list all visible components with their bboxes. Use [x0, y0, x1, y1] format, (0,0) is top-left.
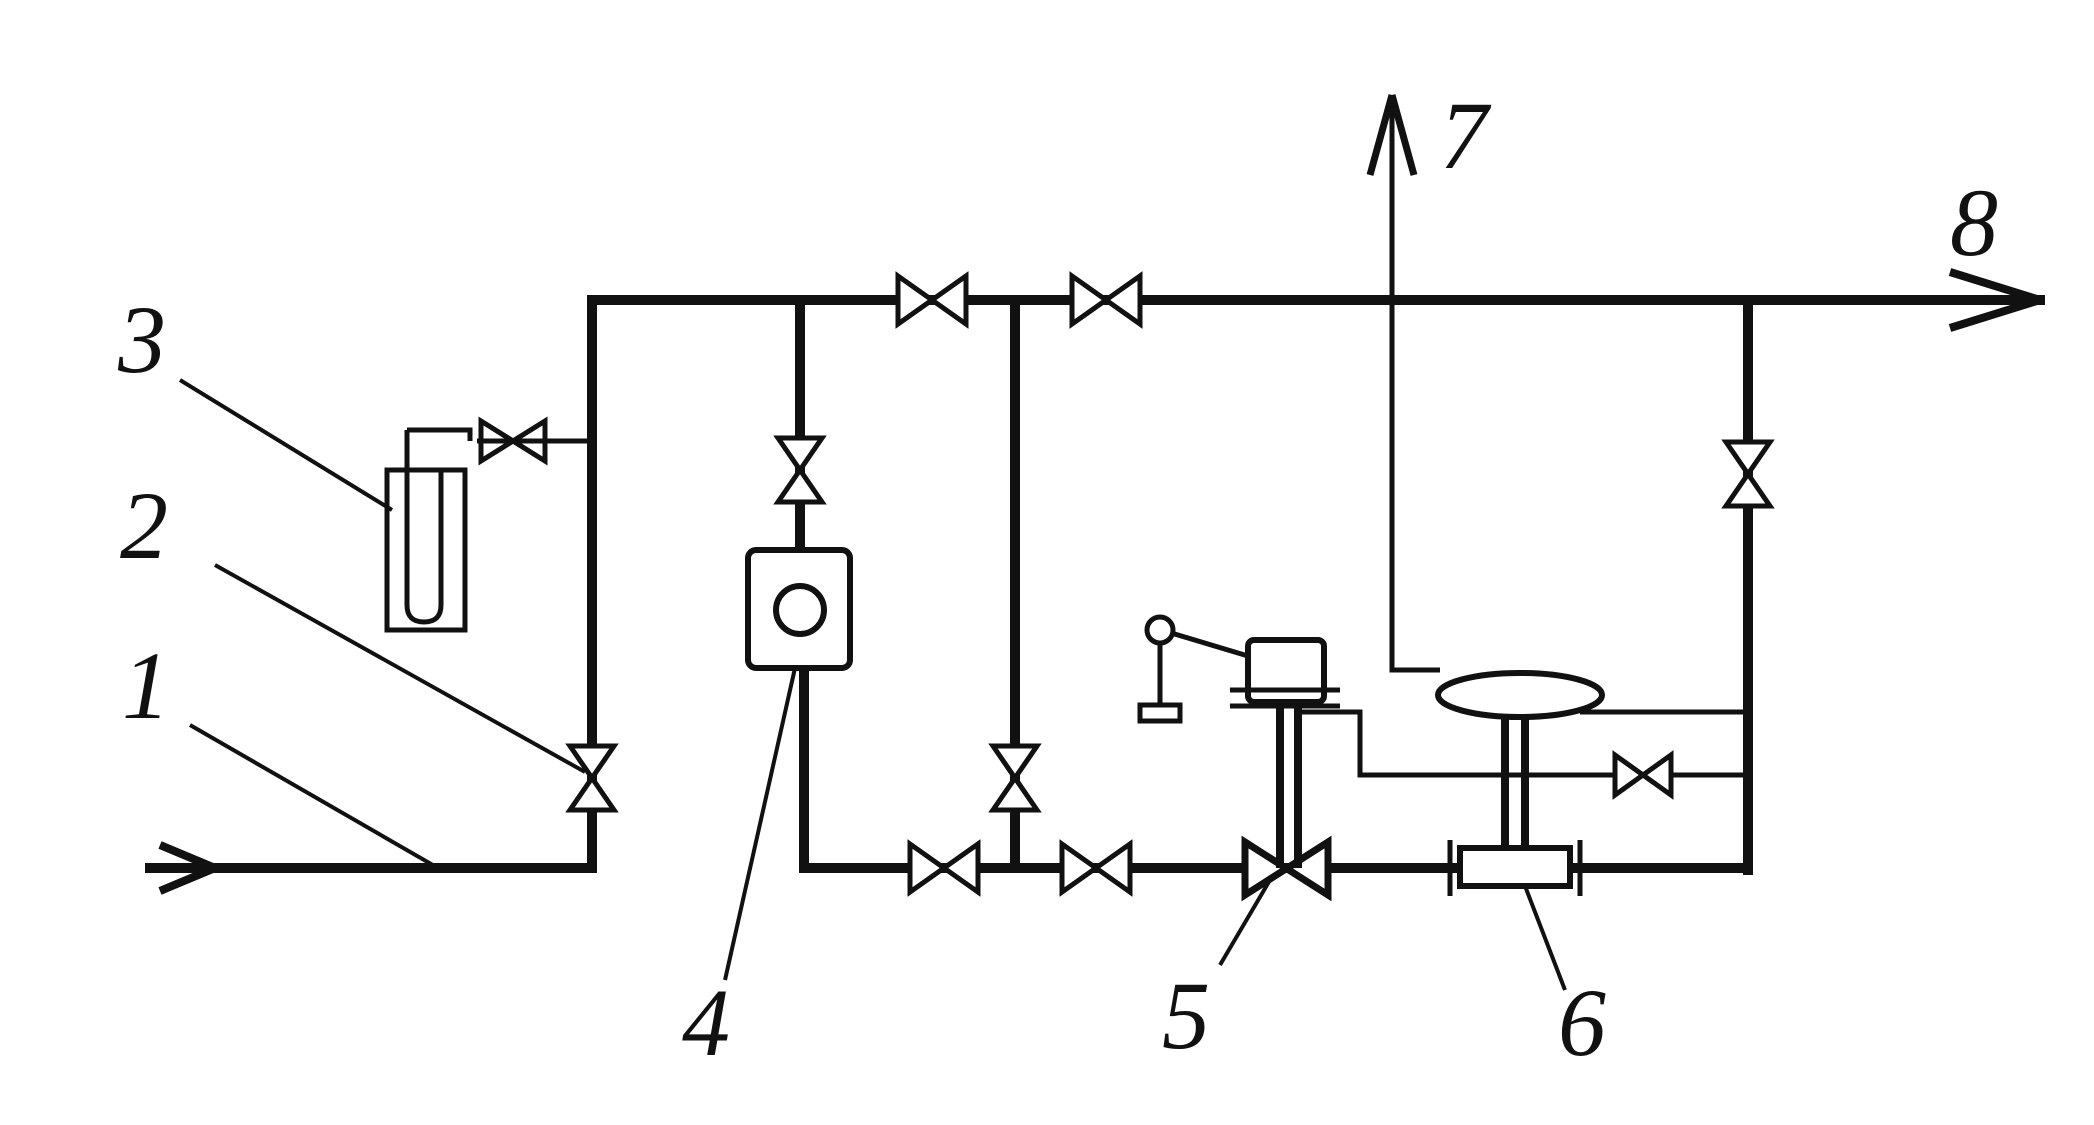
outlet-arrow-8 — [1948, 268, 2042, 332]
leader-lines — [178, 378, 1567, 991]
valve-bypass-vertical — [988, 743, 1042, 813]
valve-top-1 — [895, 271, 969, 329]
gas-meter — [745, 547, 853, 671]
thin-lines — [1300, 125, 1748, 778]
label-1: 1 — [122, 632, 170, 739]
main-pipes — [145, 295, 2045, 875]
label-2: 2 — [120, 472, 168, 579]
label-3: 3 — [117, 286, 166, 393]
valve-impulse-line — [1612, 750, 1674, 800]
valve-2-inlet — [565, 743, 619, 813]
label-6: 6 — [1558, 969, 1606, 1076]
label-5: 5 — [1162, 962, 1210, 1069]
number-labels: 3 2 1 4 5 6 7 8 — [117, 82, 1998, 1076]
valve-right-vertical — [1721, 439, 1775, 509]
shutoff-valve — [1435, 670, 1605, 896]
manometer-u-tube — [384, 427, 592, 633]
valve-meter-top — [773, 435, 827, 505]
label-8: 8 — [1950, 169, 1998, 276]
valve-top-2 — [1069, 271, 1143, 329]
label-4: 4 — [682, 969, 730, 1076]
pressure-regulator — [1137, 614, 1340, 902]
valve-bottom-2 — [1059, 839, 1133, 897]
outlet-arrow-7 — [1366, 94, 1418, 176]
inlet-arrow — [150, 841, 217, 895]
valve-bottom-1 — [907, 839, 981, 897]
label-7: 7 — [1440, 82, 1492, 189]
